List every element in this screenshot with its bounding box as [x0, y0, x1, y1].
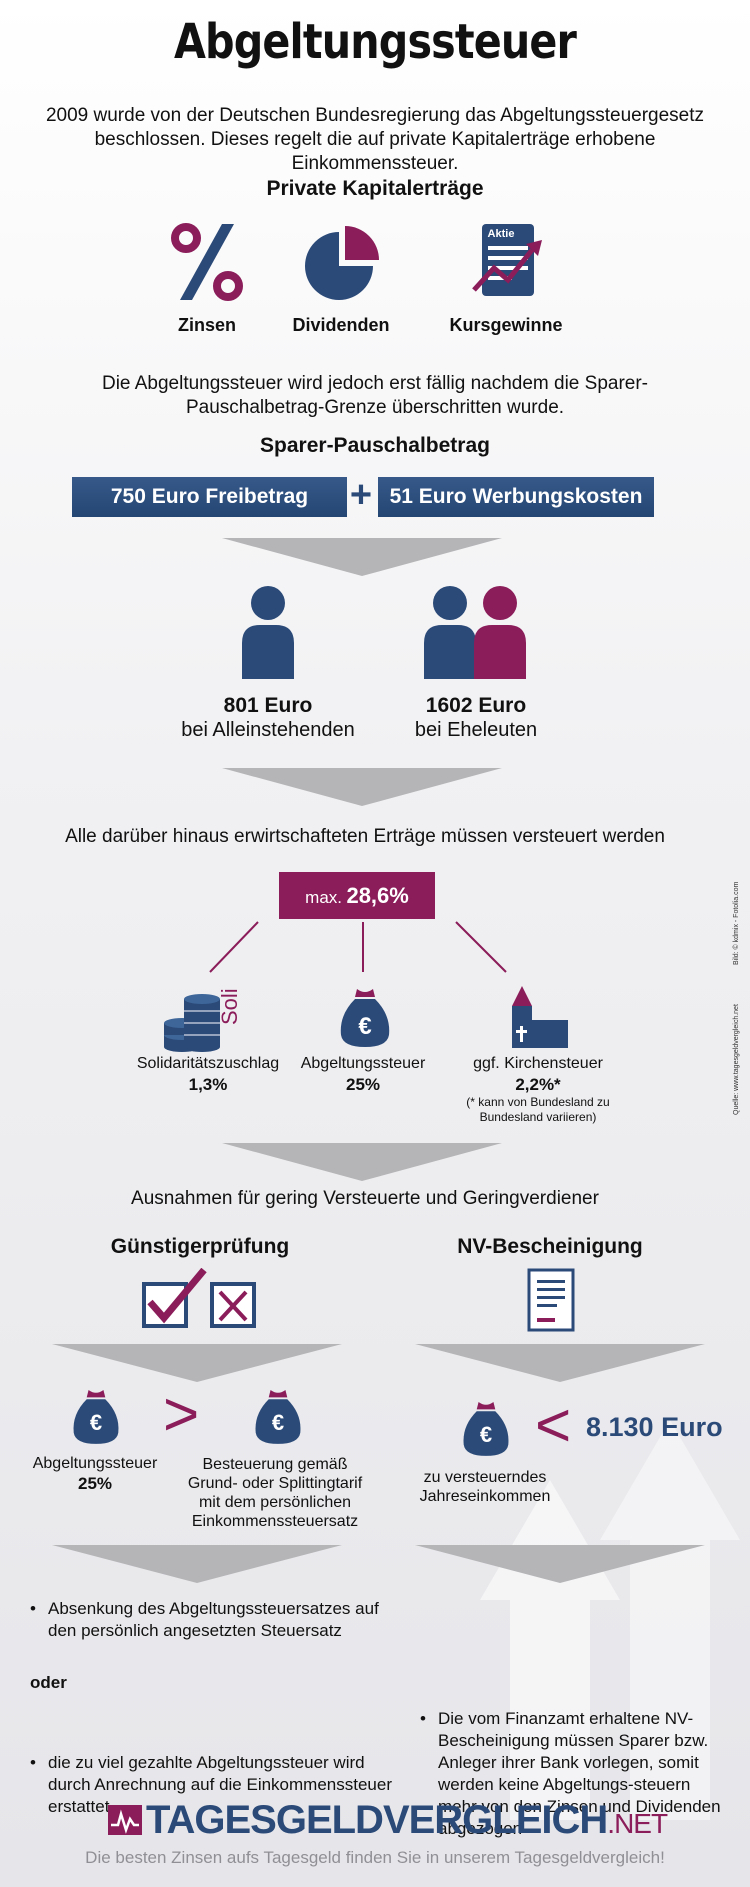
- image-credit: Bild: © kdmix - Fotolia.com: [733, 881, 740, 965]
- down-arrow-right-2: [415, 1545, 705, 1583]
- werbungskosten-bar: 51 Euro Werbungskosten: [378, 477, 654, 517]
- greater-than-symbol: >: [163, 1380, 200, 1449]
- nv-label: zu versteuerndes Jahreseinkommen: [419, 1469, 551, 1505]
- money-bag-icon-right: [255, 1390, 301, 1444]
- nv-bullet: Die vom Finanzamt erhaltene NV-Bescheini…: [420, 1708, 730, 1840]
- down-arrow-2: [222, 768, 502, 806]
- tax-label-soli: Solidaritätszuschlag: [136, 1055, 280, 1072]
- oder-label: oder: [30, 1673, 67, 1692]
- pie-chart-icon: [305, 220, 385, 305]
- page-title: Abgeltungssteuer: [173, 14, 577, 70]
- guenstiger-bullet-2: die zu viel gezahlte Abgeltungssteuer wi…: [30, 1752, 400, 1818]
- max-rate-box: max. 28,6%: [279, 872, 435, 919]
- nv-heading: NV-Bescheinigung: [457, 1235, 643, 1258]
- checkbox-icons: [142, 1268, 256, 1328]
- tax-value-abgeltung: 25%: [345, 1075, 381, 1094]
- down-arrow-3: [222, 1143, 502, 1181]
- soli-label: Soli: [217, 988, 242, 1025]
- max-prefix: max.: [305, 888, 342, 907]
- tax-label-kirche: ggf. Kirchensteuer: [473, 1055, 603, 1072]
- down-arrow-1: [222, 538, 502, 576]
- guenstiger-left-label: Abgeltungssteuer: [32, 1455, 158, 1472]
- category-label-zinsen: Zinsen: [177, 315, 236, 335]
- plus-sign: +: [349, 474, 373, 516]
- tax-label-abgeltung: Abgeltungssteuer: [300, 1055, 426, 1072]
- coin-stack-icon: [164, 994, 220, 1052]
- bag-euro-right: €: [271, 1410, 285, 1435]
- freibetrag-bar: 750 Euro Freibetrag: [72, 477, 347, 517]
- single-label: bei Alleinstehenden: [181, 719, 355, 741]
- down-arrow-left-2: [52, 1545, 342, 1583]
- brand-logo[interactable]: TAGESGELDVERGLEICH.NET: [146, 1798, 668, 1843]
- guenstiger-bullet-1: Absenkung des Abgeltungssteuersatzes auf…: [30, 1598, 380, 1642]
- bag-euro-left: €: [89, 1410, 103, 1435]
- single-person-icon: [242, 586, 294, 679]
- percent-icon: [170, 222, 244, 307]
- stock-document-label: Aktie: [487, 228, 515, 240]
- tax-value-soli: 1,3%: [188, 1075, 228, 1094]
- tax-value-kirche: 2,2%*: [515, 1075, 561, 1094]
- brand-logo-icon: [108, 1805, 142, 1835]
- couple-amount: 1602 Euro: [425, 694, 527, 717]
- money-bag-icon-left: [73, 1390, 119, 1444]
- category-label-dividenden: Dividenden: [292, 315, 390, 335]
- max-value: 28,6%: [346, 883, 409, 908]
- connector-lines: [209, 921, 507, 973]
- down-arrow-right: [415, 1344, 705, 1382]
- exceptions-text: Ausnahmen für gering Versteuerte und Ger…: [131, 1188, 599, 1209]
- taxed-note: Alle darüber hinaus erwirtschafteten Ert…: [65, 826, 665, 847]
- money-bag-icon-nv: [463, 1402, 509, 1456]
- brand-main: TAGESGELDVERGLEICH: [146, 1798, 608, 1842]
- couple-label: bei Eheleuten: [414, 719, 538, 741]
- intro-text: 2009 wurde von der Deutschen Bundesregie…: [45, 105, 705, 174]
- kirche-footnote: (* kann von Bundesland zu Bundesland var…: [466, 1095, 610, 1124]
- category-label-kursgewinne: Kursgewinne: [449, 315, 563, 335]
- bag-euro-nv: €: [479, 1422, 493, 1447]
- bag-euro-symbol: €: [358, 1013, 372, 1040]
- footer-tagline: Die besten Zinsen aufs Tagesgeld finden …: [85, 1848, 665, 1867]
- certificate-document-icon: [527, 1268, 575, 1332]
- nv-amount: 8.130 Euro: [586, 1412, 723, 1442]
- private-heading: Private Kapitalerträge: [266, 177, 484, 200]
- brand-tld: .NET: [607, 1808, 668, 1839]
- pauschal-note: Die Abgeltungssteuer wird jedoch erst fä…: [101, 373, 649, 418]
- church-icon: [512, 986, 568, 1048]
- guenstiger-right-label: Besteuerung gemäß Grund- oder Splittingt…: [187, 1456, 363, 1530]
- less-than-symbol: <: [535, 1391, 572, 1460]
- couple-icon: [424, 586, 526, 679]
- source-credit: Quelle: www.tagesgeldvergleich.net: [733, 1004, 740, 1115]
- stock-document-icon: [472, 220, 552, 307]
- pauschal-heading: Sparer-Pauschalbetrag: [260, 434, 490, 457]
- down-arrow-left: [52, 1344, 342, 1382]
- guenstiger-heading: Günstigerprüfung: [110, 1235, 290, 1258]
- guenstiger-left-value: 25%: [77, 1474, 113, 1493]
- money-bag-icon: [340, 989, 390, 1047]
- single-amount: 801 Euro: [223, 694, 313, 717]
